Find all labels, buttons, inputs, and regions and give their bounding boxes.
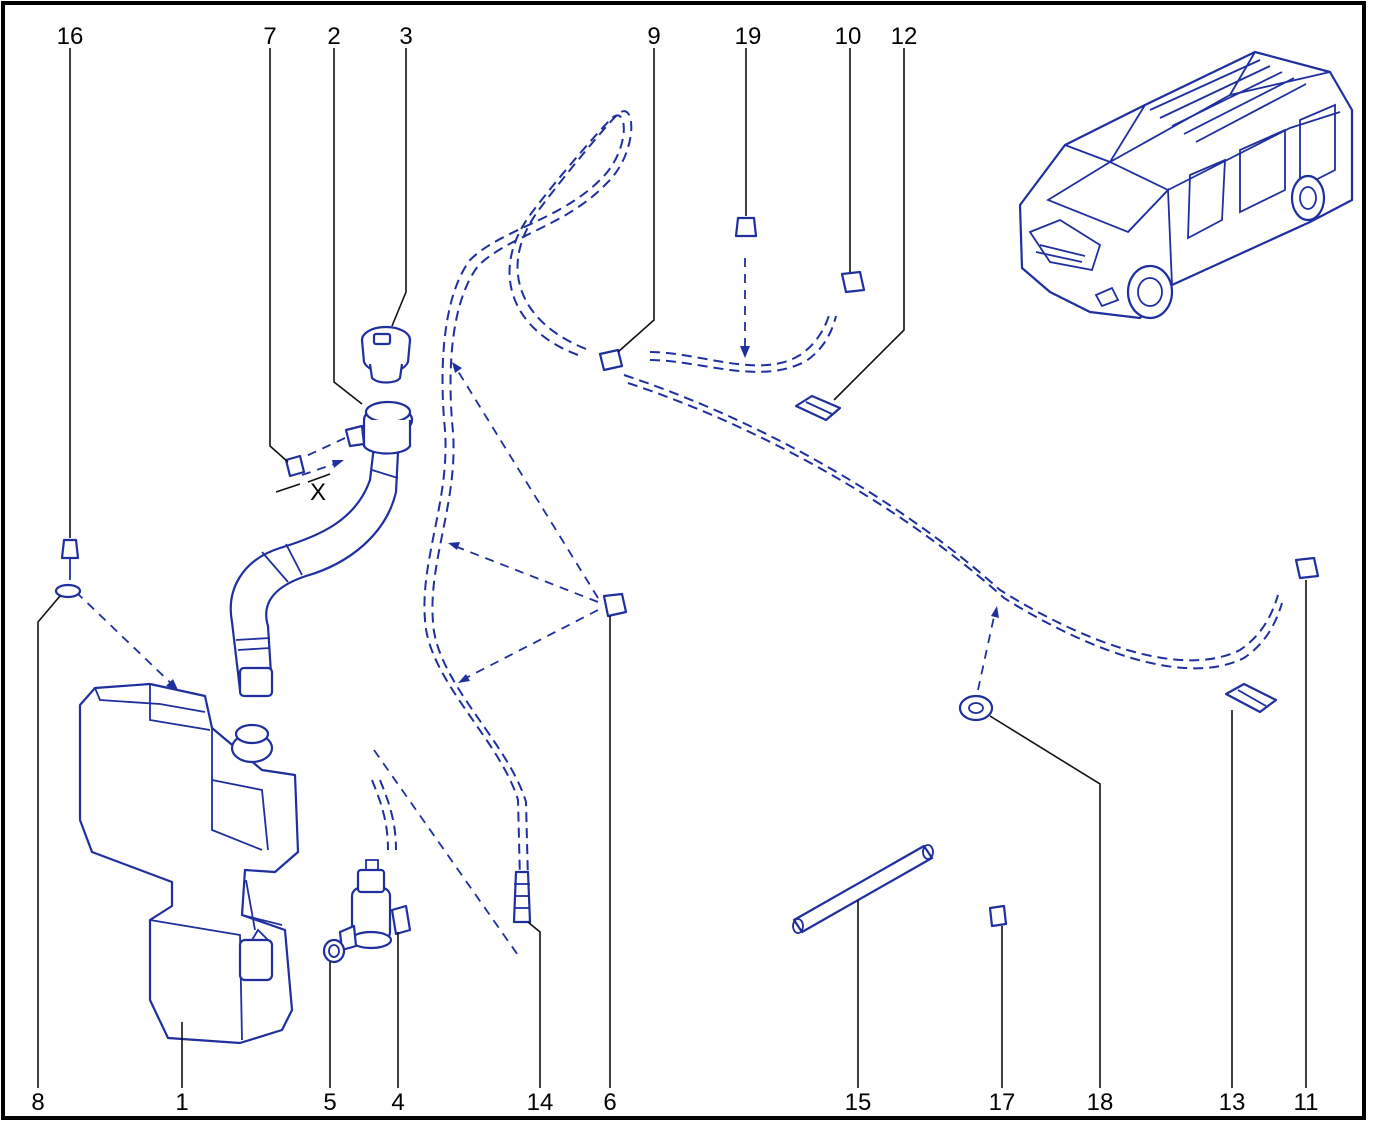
fastener-7 xyxy=(284,454,306,478)
callout-16: 16 xyxy=(57,23,84,50)
nozzle-10 xyxy=(840,270,866,294)
diagram-frame xyxy=(1,1,1366,1120)
callout-4: 4 xyxy=(391,1089,404,1116)
callout-9: 9 xyxy=(647,23,660,50)
callout-10: 10 xyxy=(835,23,862,50)
check-valve xyxy=(512,870,532,924)
hinges xyxy=(794,394,1278,714)
callout-15: 15 xyxy=(845,1089,872,1116)
washer-pump xyxy=(322,859,412,964)
washer-hose-routes xyxy=(371,110,1283,881)
hose-clip-6 xyxy=(602,592,628,618)
connector-9 xyxy=(598,348,624,372)
callout-5: 5 xyxy=(323,1089,336,1116)
grommet-18 xyxy=(958,694,994,722)
assembly-arrows xyxy=(75,258,999,959)
washer-reservoir xyxy=(78,682,300,1045)
callout-18: 18 xyxy=(1087,1089,1114,1116)
callout-17: 17 xyxy=(989,1089,1016,1116)
van-illustration xyxy=(1018,50,1354,320)
clip-17 xyxy=(988,904,1008,928)
dimension-x-label: X xyxy=(310,479,326,506)
callout-2: 2 xyxy=(327,23,340,50)
filler-neck xyxy=(229,400,414,698)
callout-12: 12 xyxy=(891,23,918,50)
callout-1: 1 xyxy=(175,1089,188,1116)
callout-8: 8 xyxy=(31,1089,44,1116)
callout-7: 7 xyxy=(263,23,276,50)
callout-14: 14 xyxy=(527,1089,554,1116)
callout-3: 3 xyxy=(399,23,412,50)
callout-19: 19 xyxy=(735,23,762,50)
filler-cap xyxy=(360,325,412,384)
hose-section xyxy=(792,844,934,934)
clip-19 xyxy=(734,216,758,238)
clip-nut-16 xyxy=(60,538,80,560)
dimension-x: X xyxy=(275,473,331,506)
callout-6: 6 xyxy=(603,1089,616,1116)
callout-13: 13 xyxy=(1219,1089,1246,1116)
callout-11: 11 xyxy=(1294,1089,1319,1116)
callout-numbers: 16 7 2 3 9 19 10 12 8 1 5 4 14 6 15 17 1… xyxy=(31,23,1318,1116)
nozzle-11 xyxy=(1294,556,1320,580)
small-fasteners xyxy=(54,216,1320,928)
leader-lines xyxy=(37,48,1307,1088)
washer-8 xyxy=(54,583,82,599)
